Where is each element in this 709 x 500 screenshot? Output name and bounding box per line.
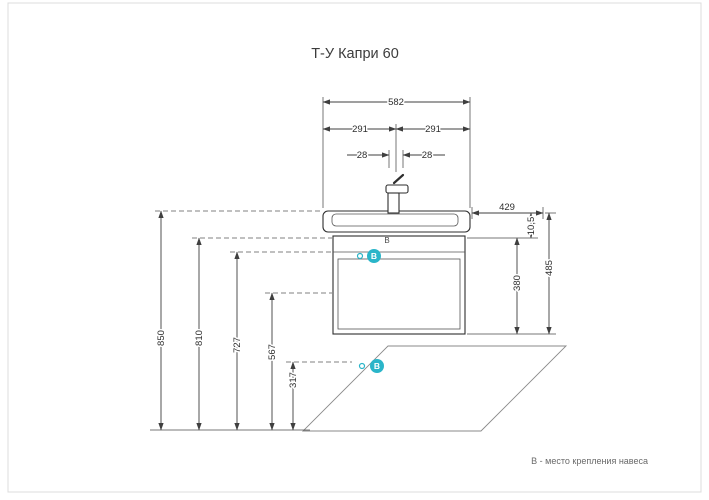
lower-bracket-marker-label: В [374, 361, 380, 371]
dim-label-317: 317 [288, 372, 299, 388]
dim-label-worktop-height: 10,5 [526, 217, 537, 236]
upper-bracket-dot-icon [356, 252, 364, 260]
washbasin-bowl [331, 213, 459, 227]
dim-label-810: 810 [194, 330, 205, 346]
dim-label-left-half: 291 [352, 124, 368, 135]
top-dimensions: 582 291 291 28 28 [322, 96, 471, 208]
dim-label-567: 567 [267, 344, 278, 360]
cabinet-outline [332, 235, 466, 335]
legend-note: В - место крепления навеса [531, 456, 648, 466]
page-border [7, 2, 702, 493]
dim-label-overall-height: 485 [544, 260, 555, 276]
dim-label-right-half: 291 [425, 124, 441, 135]
faucet-body [387, 192, 400, 214]
dim-label-cabinet-height: 380 [512, 275, 523, 291]
lower-bracket-dot-icon [358, 362, 366, 370]
dim-label-727: 727 [232, 337, 243, 353]
faucet-spout [385, 184, 409, 194]
projection-lines [155, 210, 352, 363]
mounting-markers: В В В [356, 236, 390, 373]
lower-bracket-marker-icon [370, 359, 384, 373]
upper-bracket-marker-label: В [371, 251, 377, 261]
dim-label-right-offset: 28 [422, 150, 433, 161]
cabinet-door [337, 258, 461, 330]
upper-bracket-marker-icon [367, 249, 381, 263]
dim-label-left-offset: 28 [357, 150, 368, 161]
right-dimensions: 429 10,5 485 380 [467, 201, 557, 335]
faucet-handle [392, 173, 405, 185]
dim-label-total-width: 582 [388, 97, 404, 108]
dim-label-depth: 429 [499, 202, 515, 213]
upper-bracket-letter: В [384, 236, 389, 245]
dim-label-850: 850 [156, 330, 167, 346]
left-dimensions: 850 810 727 567 317 [150, 210, 310, 431]
drawing-title: Т-У Капри 60 [311, 46, 399, 62]
floor-outline [301, 345, 568, 432]
vanity-figure [301, 173, 568, 432]
